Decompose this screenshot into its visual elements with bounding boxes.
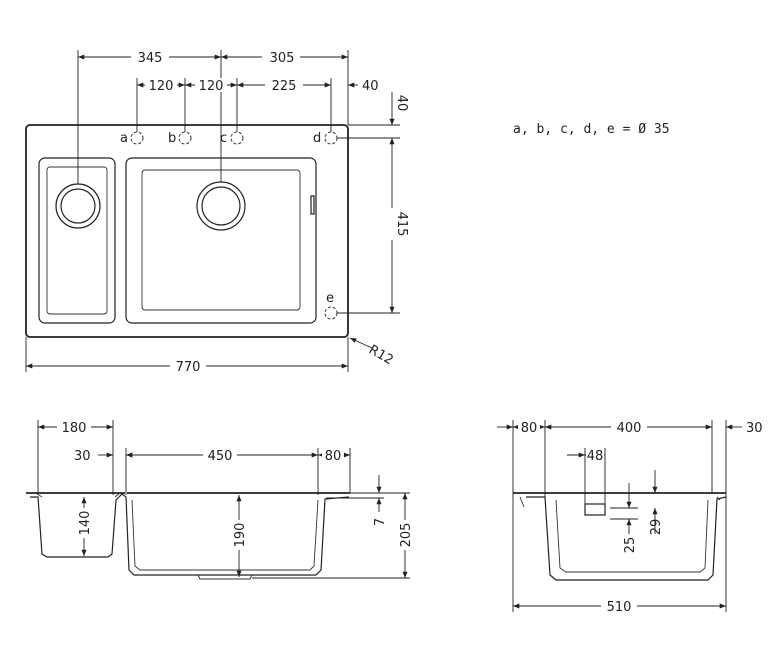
- dim-40-vertical: 40: [394, 95, 409, 112]
- overflow-detail: [584, 503, 606, 516]
- front-section-view: 180 30 450 80 140 190 7 205: [26, 420, 414, 580]
- dim-450: 450: [208, 449, 233, 464]
- hole-c: [230, 131, 244, 145]
- dim-345: 345: [138, 51, 163, 66]
- small-bowl-inner: [46, 166, 108, 315]
- dim-180: 180: [62, 421, 87, 436]
- small-bowl-outer: [38, 157, 116, 324]
- hole-label-a: a: [120, 131, 128, 146]
- large-drain-inner: [201, 186, 241, 226]
- large-bowl-outer: [125, 157, 317, 324]
- dim-40-horizontal: 40: [362, 79, 379, 94]
- dim-25: 25: [623, 537, 638, 554]
- dim-400: 400: [617, 421, 642, 436]
- overflow-slot: [310, 195, 315, 215]
- dim-120-b: 120: [199, 79, 224, 94]
- hole-b: [178, 131, 192, 145]
- small-drain-outer: [55, 183, 101, 229]
- dim-80-front: 80: [325, 449, 342, 464]
- dim-80-side: 80: [521, 421, 538, 436]
- dim-29: 29: [649, 519, 664, 536]
- side-section-view: 80 400 30 48 25 29 510: [497, 420, 763, 615]
- dim-225: 225: [272, 79, 297, 94]
- dim-120-a: 120: [149, 79, 174, 94]
- dim-190: 190: [233, 523, 248, 548]
- dim-48: 48: [587, 449, 604, 464]
- hole-diameter-note: a, b, c, d, e = Ø 35: [513, 122, 670, 137]
- dim-140: 140: [78, 511, 93, 536]
- dim-510: 510: [607, 600, 632, 615]
- dim-770: 770: [176, 360, 201, 375]
- hole-a: [130, 131, 144, 145]
- hole-label-d: d: [313, 131, 321, 146]
- hole-label-e: e: [326, 291, 334, 306]
- dim-305: 305: [270, 51, 295, 66]
- dim-30-front: 30: [74, 449, 91, 464]
- hole-d: [324, 131, 338, 145]
- dim-415: 415: [394, 212, 409, 237]
- dim-7: 7: [373, 518, 388, 526]
- dim-radius: R12: [366, 342, 396, 368]
- small-drain-inner: [60, 188, 96, 224]
- dim-205: 205: [399, 523, 414, 548]
- large-drain-outer: [196, 181, 246, 231]
- large-bowl-inner: [141, 169, 301, 311]
- hole-label-b: b: [168, 131, 176, 146]
- sink-outline: [25, 124, 349, 338]
- top-view: a b c d e 345 305 120 120 225: [25, 50, 409, 375]
- hole-label-c: c: [220, 131, 227, 146]
- hole-e: [324, 306, 338, 320]
- dim-30-side: 30: [746, 421, 763, 436]
